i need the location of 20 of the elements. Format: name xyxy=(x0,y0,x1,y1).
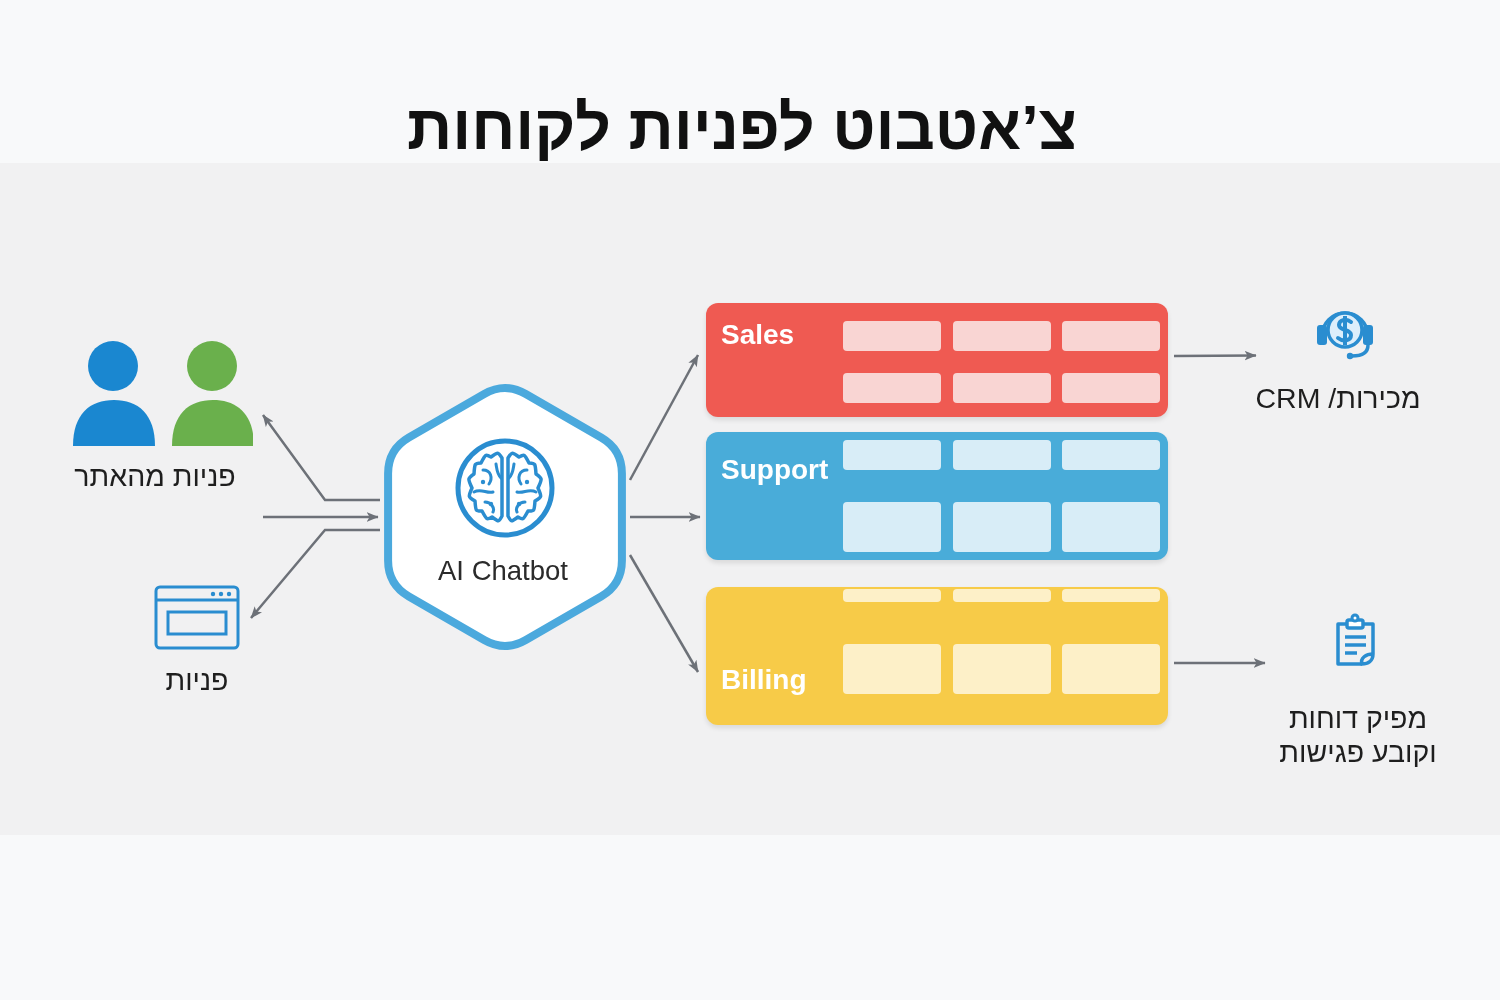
category-panel xyxy=(706,303,1168,417)
node-label: מפיק דוחות וקובע פגישות xyxy=(1278,700,1438,770)
arrow xyxy=(1174,658,1266,668)
node-label: מכירות/ CRM xyxy=(1255,380,1421,416)
arrow xyxy=(628,554,700,673)
arrow xyxy=(263,512,379,522)
category-panel xyxy=(706,587,1168,725)
arrow xyxy=(630,512,701,522)
arrow xyxy=(1174,350,1257,361)
arrow xyxy=(262,414,380,502)
arrow xyxy=(250,528,380,619)
node-label: פניות מהאתר xyxy=(74,458,236,494)
category-panel xyxy=(706,432,1168,560)
category-label: Support xyxy=(721,453,829,487)
category-label: Billing xyxy=(721,663,807,697)
node-label: פניות xyxy=(165,662,229,698)
title: צ’אטבוט לפניות לקוחות xyxy=(406,91,1078,165)
node-label: AI Chatbot xyxy=(438,553,568,587)
arrow xyxy=(628,354,700,481)
category-label: Sales xyxy=(721,318,795,352)
